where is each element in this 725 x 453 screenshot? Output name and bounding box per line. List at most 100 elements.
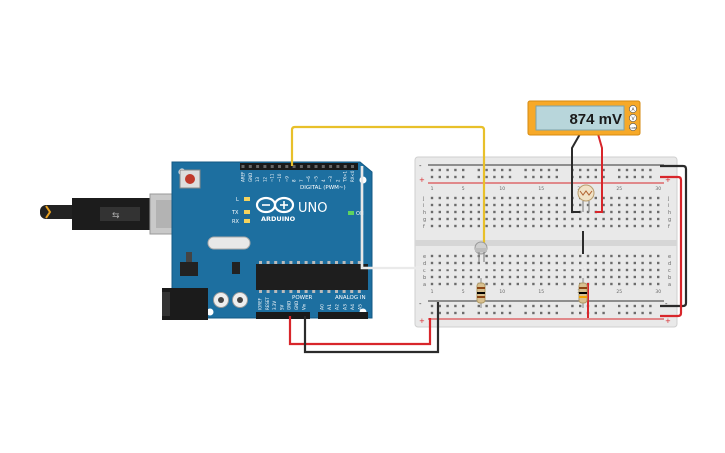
breadboard-hole[interactable]	[454, 224, 457, 228]
rail-hole[interactable]	[547, 311, 551, 315]
breadboard-hole[interactable]	[446, 203, 449, 207]
breadboard-hole[interactable]	[563, 254, 566, 258]
rail-hole[interactable]	[477, 304, 480, 308]
breadboard-hole[interactable]	[594, 217, 597, 221]
breadboard-hole[interactable]	[446, 254, 449, 258]
breadboard-hole[interactable]	[641, 203, 644, 207]
digital-pin-hole[interactable]	[278, 165, 281, 168]
rail-hole[interactable]	[493, 168, 496, 172]
breadboard-hole[interactable]	[477, 261, 480, 265]
rail-hole[interactable]	[477, 311, 480, 315]
analog-header[interactable]	[318, 312, 368, 319]
breadboard-hole[interactable]	[657, 282, 660, 286]
breadboard-hole[interactable]	[586, 261, 590, 265]
breadboard-hole[interactable]	[430, 196, 434, 200]
breadboard-hole[interactable]	[477, 268, 480, 272]
breadboard-hole[interactable]	[516, 203, 519, 207]
digital-pin-hole[interactable]	[241, 165, 245, 168]
breadboard-hole[interactable]	[462, 268, 465, 272]
breadboard-hole[interactable]	[430, 261, 434, 265]
rail-hole[interactable]	[485, 168, 488, 172]
breadboard-hole[interactable]	[586, 210, 590, 214]
breadboard-hole[interactable]	[610, 261, 613, 265]
breadboard-hole[interactable]	[641, 196, 644, 200]
digital-pin-hole[interactable]	[321, 165, 325, 168]
breadboard-hole[interactable]	[485, 203, 488, 207]
rail-hole[interactable]	[618, 311, 621, 315]
rail-hole[interactable]	[555, 304, 558, 308]
digital-pin-hole[interactable]	[343, 165, 347, 168]
breadboard-hole[interactable]	[641, 275, 644, 279]
breadboard-hole[interactable]	[454, 282, 457, 286]
digital-pin-hole[interactable]	[351, 165, 354, 168]
rail-hole[interactable]	[555, 168, 558, 172]
breadboard-hole[interactable]	[508, 224, 512, 228]
breadboard-hole[interactable]	[602, 261, 605, 265]
breadboard-hole[interactable]	[540, 261, 543, 265]
rail-hole[interactable]	[641, 168, 644, 172]
breadboard-hole[interactable]	[563, 196, 566, 200]
rail-hole[interactable]	[586, 168, 590, 172]
rail-hole[interactable]	[633, 311, 636, 315]
breadboard-hole[interactable]	[454, 203, 457, 207]
breadboard-hole[interactable]	[618, 196, 621, 200]
breadboard-hole[interactable]	[524, 275, 527, 279]
rail-hole[interactable]	[633, 304, 636, 308]
breadboard-hole[interactable]	[430, 268, 434, 272]
breadboard-hole[interactable]	[469, 261, 473, 265]
breadboard-hole[interactable]	[501, 261, 504, 265]
breadboard-hole[interactable]	[555, 196, 558, 200]
breadboard-hole[interactable]	[508, 217, 512, 221]
rail-hole[interactable]	[501, 175, 504, 179]
breadboard-hole[interactable]	[508, 196, 512, 200]
breadboard-hole[interactable]	[571, 254, 574, 258]
breadboard-hole[interactable]	[610, 196, 613, 200]
breadboard-hole[interactable]	[540, 224, 543, 228]
breadboard-hole[interactable]	[469, 275, 473, 279]
rail-hole[interactable]	[508, 311, 512, 315]
rail-hole[interactable]	[579, 311, 582, 315]
breadboard-hole[interactable]	[516, 196, 519, 200]
breadboard-hole[interactable]	[649, 268, 652, 272]
breadboard-hole[interactable]	[524, 224, 527, 228]
breadboard-hole[interactable]	[657, 196, 660, 200]
breadboard-hole[interactable]	[462, 217, 465, 221]
breadboard-hole[interactable]	[555, 217, 558, 221]
breadboard-hole[interactable]	[469, 203, 473, 207]
breadboard-hole[interactable]	[555, 254, 558, 258]
breadboard-hole[interactable]	[446, 261, 449, 265]
breadboard-hole[interactable]	[438, 210, 441, 214]
breadboard-hole[interactable]	[540, 275, 543, 279]
rail-hole[interactable]	[625, 175, 629, 179]
rail-hole[interactable]	[594, 311, 597, 315]
breadboard-hole[interactable]	[579, 217, 582, 221]
breadboard-hole[interactable]	[594, 203, 597, 207]
breadboard-hole[interactable]	[610, 210, 613, 214]
breadboard-hole[interactable]	[485, 282, 488, 286]
rail-hole[interactable]	[532, 311, 535, 315]
breadboard-hole[interactable]	[563, 275, 566, 279]
rail-hole[interactable]	[649, 311, 652, 315]
breadboard-hole[interactable]	[438, 196, 441, 200]
breadboard-hole[interactable]	[633, 224, 636, 228]
breadboard-hole[interactable]	[625, 196, 629, 200]
breadboard-hole[interactable]	[633, 217, 636, 221]
rail-hole[interactable]	[524, 175, 527, 179]
breadboard-hole[interactable]	[430, 275, 434, 279]
breadboard-hole[interactable]	[625, 224, 629, 228]
breadboard-hole[interactable]	[649, 261, 652, 265]
rail-hole[interactable]	[524, 304, 527, 308]
rail-hole[interactable]	[555, 175, 558, 179]
rail-hole[interactable]	[532, 304, 535, 308]
breadboard-hole[interactable]	[485, 254, 488, 258]
breadboard-hole[interactable]	[594, 254, 597, 258]
rail-hole[interactable]	[532, 168, 535, 172]
rail-hole[interactable]	[540, 304, 543, 308]
rail-hole[interactable]	[501, 168, 504, 172]
breadboard-hole[interactable]	[602, 268, 605, 272]
breadboard-hole[interactable]	[462, 224, 465, 228]
rail-hole[interactable]	[571, 304, 574, 308]
breadboard-hole[interactable]	[625, 210, 629, 214]
breadboard-hole[interactable]	[633, 282, 636, 286]
rail-hole[interactable]	[493, 311, 496, 315]
